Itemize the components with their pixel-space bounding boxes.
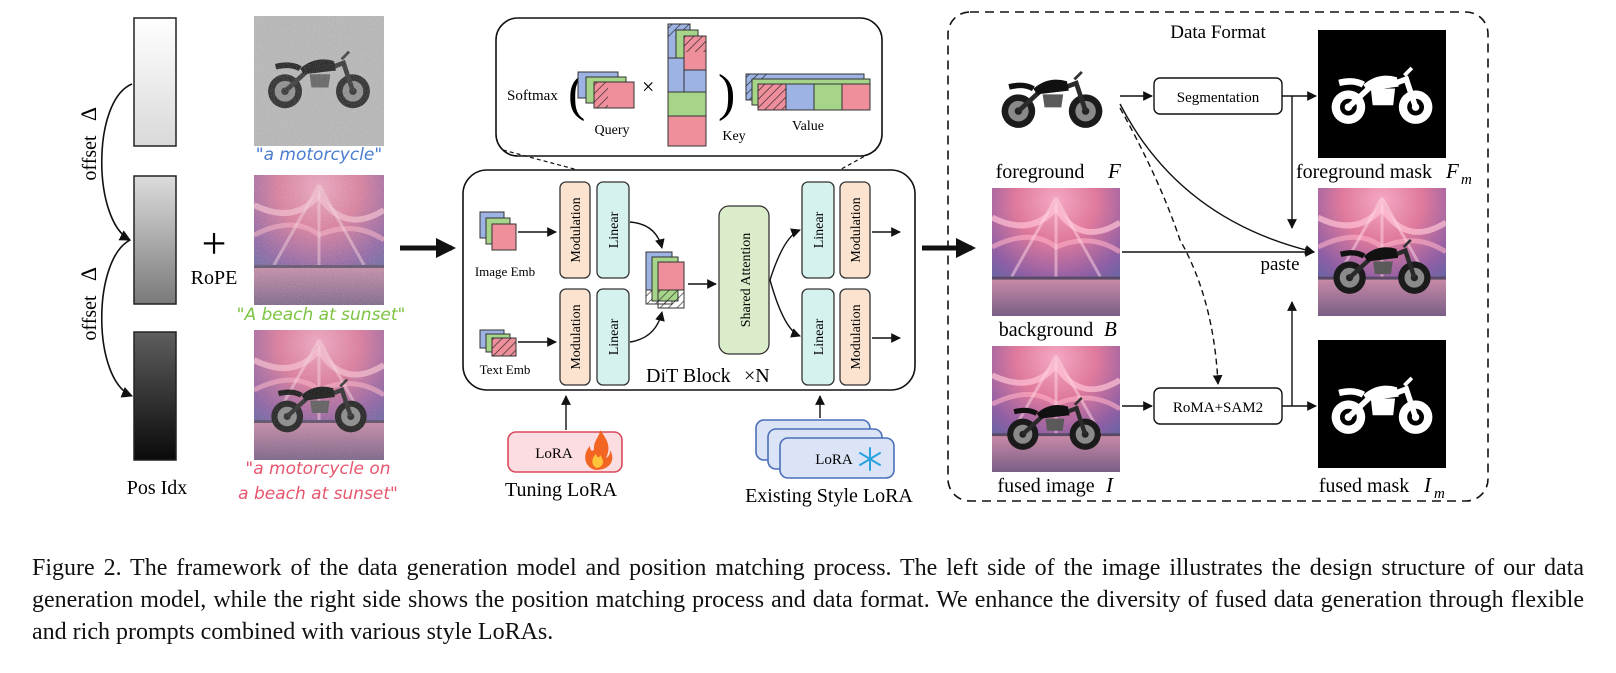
linear-out-top bbox=[801, 181, 835, 279]
modulation-top-label: Modulation bbox=[569, 197, 584, 262]
modulation-top bbox=[559, 181, 591, 279]
prompt-2: "A beach at sunset" bbox=[237, 305, 406, 325]
dit-block-label: DiT Block bbox=[646, 365, 731, 387]
background-label: background bbox=[999, 319, 1093, 341]
key-label: Key bbox=[722, 129, 745, 144]
arrow-linear-bottom-merge bbox=[629, 311, 665, 343]
linear-top bbox=[596, 181, 630, 279]
image-emb-label: Image Emb bbox=[475, 264, 535, 279]
segmentation-label: Segmentation bbox=[1177, 90, 1260, 106]
delta-symbol-2: ∆ bbox=[76, 267, 101, 280]
linear-out-bottom bbox=[801, 288, 835, 386]
linear-top-label: Linear bbox=[607, 211, 622, 248]
paren-close: ) bbox=[718, 65, 735, 122]
value-stack bbox=[745, 73, 871, 111]
tuning-lora-label: Tuning LoRA bbox=[505, 479, 618, 501]
fused-mask-label: fused mask bbox=[1319, 475, 1410, 497]
fused-image-label: fused image bbox=[997, 475, 1094, 497]
noisy-image-moto-beach bbox=[254, 330, 384, 460]
modulation-out-bottom-label: Modulation bbox=[849, 304, 864, 369]
paste-label: paste bbox=[1260, 254, 1299, 275]
offset-label-2: offset bbox=[79, 295, 101, 341]
dit-times-n: ×N bbox=[744, 365, 770, 387]
style-lora-box-label: LoRA bbox=[815, 452, 853, 468]
framework-diagram: Pos Idx offset ∆ offset ∆ + RoPE "a moto… bbox=[76, 11, 1489, 507]
fused-image-symbol: I bbox=[1105, 473, 1114, 497]
modulation-bottom bbox=[559, 288, 591, 386]
noisy-image-motorcycle bbox=[254, 16, 384, 146]
linear-bottom-label: Linear bbox=[607, 318, 622, 355]
background-symbol: B bbox=[1104, 317, 1117, 341]
arrow-fg-roma-dashed bbox=[1119, 107, 1223, 385]
modulation-out-top bbox=[839, 181, 871, 279]
rope-label: RoPE bbox=[191, 267, 238, 289]
linear-bottom bbox=[596, 288, 630, 386]
modulation-out-top-label: Modulation bbox=[849, 197, 864, 262]
foreground-symbol: F bbox=[1107, 159, 1121, 183]
existing-style-lora-label: Existing Style LoRA bbox=[745, 485, 913, 507]
arrow-att-bottom bbox=[769, 279, 801, 338]
foreground-mask-subscript: m bbox=[1461, 172, 1472, 188]
figure-caption: Figure 2. The framework of the data gene… bbox=[32, 555, 1584, 645]
prompt-1: "a motorcycle" bbox=[256, 145, 382, 165]
merged-emb-stack bbox=[645, 251, 685, 309]
pos-idx-group: Pos Idx offset ∆ offset ∆ + RoPE bbox=[76, 17, 238, 499]
roma-sam-label: RoMA+SAM2 bbox=[1173, 400, 1263, 416]
prompt-3-line1: "a motorcycle on bbox=[245, 459, 390, 479]
modulation-bottom-label: Modulation bbox=[569, 304, 584, 369]
delta-symbol-1: ∆ bbox=[76, 107, 101, 120]
data-format-panel: Data Format foreground F Segmentation fo… bbox=[947, 11, 1489, 502]
style-lora-front bbox=[779, 437, 895, 479]
attention-detail-box: Softmax ( ) Query × Key bbox=[495, 17, 883, 209]
background-image bbox=[992, 188, 1120, 316]
text-emb-stack bbox=[479, 329, 517, 357]
softmax-label: Softmax bbox=[507, 88, 558, 104]
pos-idx-label: Pos Idx bbox=[127, 477, 188, 499]
snowflake-icon bbox=[859, 447, 881, 471]
foreground-mask-symbol: F bbox=[1445, 159, 1459, 183]
noisy-images: "a motorcycle" "A beach at sunset" "a mo… bbox=[237, 16, 406, 504]
arrow-att-top bbox=[769, 228, 801, 281]
plus-sign: + bbox=[202, 219, 227, 268]
image-emb-stack bbox=[479, 211, 517, 251]
tuning-lora: LoRA Tuning LoRA bbox=[505, 395, 623, 501]
foreground-image bbox=[1002, 72, 1103, 128]
shared-attention-box bbox=[718, 205, 770, 355]
value-label: Value bbox=[792, 119, 824, 134]
data-format-title: Data Format bbox=[1170, 22, 1266, 43]
dit-block: Image Emb Text Emb Modulation Linear Mod… bbox=[462, 169, 916, 391]
key-stack bbox=[667, 23, 707, 147]
arrow-fg-paste bbox=[1119, 103, 1315, 255]
pos-bar-1 bbox=[133, 17, 177, 147]
offset-label-1: offset bbox=[79, 135, 101, 181]
pos-bar-3 bbox=[133, 331, 177, 461]
fused-mask-symbol: I bbox=[1423, 473, 1432, 497]
fire-icon bbox=[585, 430, 613, 470]
fused-mask-subscript: m bbox=[1434, 486, 1445, 502]
query-stack bbox=[577, 71, 635, 109]
offset-arrow-1 bbox=[101, 83, 133, 241]
noisy-image-beach bbox=[254, 175, 384, 305]
text-emb-label: Text Emb bbox=[480, 362, 531, 377]
zoom-line-left bbox=[502, 149, 579, 171]
arrow-linear-top-merge bbox=[629, 221, 665, 249]
tuning-lora-box-label: LoRA bbox=[535, 446, 573, 462]
times-symbol: × bbox=[642, 74, 654, 99]
foreground-label: foreground bbox=[996, 161, 1085, 183]
offset-arrow-2 bbox=[101, 239, 134, 398]
linear-out-top-label: Linear bbox=[812, 211, 827, 248]
shared-attention-label: Shared Attention bbox=[739, 233, 754, 328]
prompt-3-line2: a beach at sunset" bbox=[238, 484, 398, 504]
linear-out-bottom-label: Linear bbox=[812, 318, 827, 355]
foreground-mask-label: foreground mask bbox=[1296, 161, 1432, 183]
existing-style-lora: LoRA Existing Style LoRA bbox=[745, 395, 913, 507]
query-label: Query bbox=[595, 123, 630, 138]
modulation-out-bottom bbox=[839, 288, 871, 386]
pos-bar-2 bbox=[133, 175, 177, 305]
